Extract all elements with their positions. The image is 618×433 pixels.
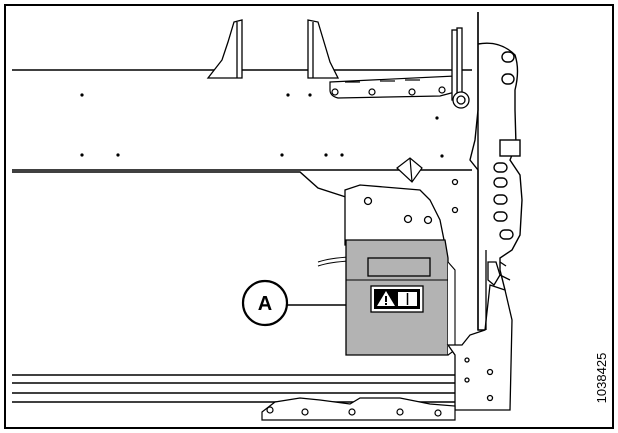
rivet-dots (80, 93, 444, 158)
mounting-plate (344, 178, 459, 246)
lower-bracket (446, 250, 513, 411)
slotted-bracket (329, 75, 456, 99)
angled-block (396, 157, 423, 183)
frame-rails (12, 69, 472, 403)
figure-number: 1038425 (594, 353, 609, 404)
callout-bubble (241, 279, 289, 327)
figure-border (4, 4, 614, 429)
bottom-bracket (261, 397, 456, 421)
hose (317, 256, 351, 267)
vertical-rod (451, 27, 470, 109)
upright-tabs (206, 19, 340, 79)
safety-decal (370, 285, 424, 313)
callout-label: A (258, 293, 272, 315)
